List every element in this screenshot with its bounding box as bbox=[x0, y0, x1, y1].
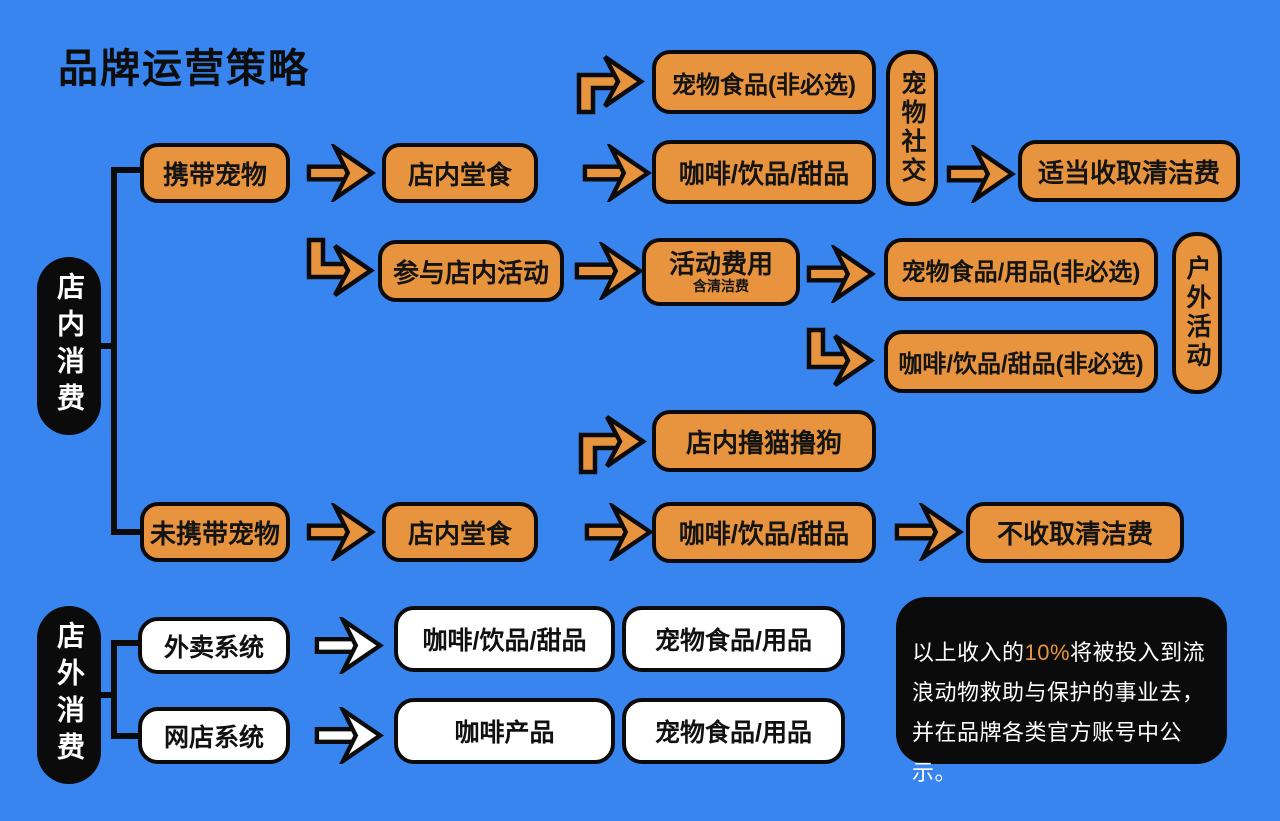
arrow-right-icon bbox=[306, 144, 376, 202]
group-in-store: 店内消费 bbox=[37, 257, 101, 435]
flow-node-coffee-drinks-dessert-2: 咖啡/饮品/甜品 bbox=[652, 502, 876, 563]
connector-line bbox=[111, 640, 141, 646]
connector-line bbox=[100, 692, 113, 698]
connector-line bbox=[111, 529, 143, 535]
arrow-right-icon bbox=[806, 245, 876, 303]
arrow-right-icon bbox=[574, 242, 644, 300]
arrow-bend-down-icon bbox=[806, 323, 876, 397]
connector-line bbox=[100, 343, 113, 349]
arrow-right-icon bbox=[946, 145, 1016, 203]
flow-node-coffee-drinks-dessert-optional: 咖啡/饮品/甜品(非必选) bbox=[884, 330, 1158, 393]
flow-node-coffee-drinks-dessert-delivery: 咖啡/饮品/甜品 bbox=[394, 606, 615, 672]
flow-node-pet-food-supplies-optional: 宠物食品/用品(非必选) bbox=[884, 238, 1158, 301]
note-highlight: 10% bbox=[1024, 640, 1071, 665]
flow-node-coffee-products: 咖啡产品 bbox=[394, 698, 615, 764]
arrow-bend-up-icon bbox=[576, 45, 646, 119]
flow-node-activity-fee: 活动费用 含清洁费 bbox=[642, 238, 800, 306]
group-out-store-label: 店外消费 bbox=[54, 621, 85, 769]
flow-node-delivery-system: 外卖系统 bbox=[138, 617, 290, 674]
note-prefix: 以上收入的 bbox=[912, 640, 1025, 665]
arrow-right-icon bbox=[314, 707, 384, 764]
connector-line bbox=[111, 640, 117, 739]
arrow-right-icon bbox=[306, 503, 376, 561]
flow-node-pet-food-supplies-delivery: 宠物食品/用品 bbox=[622, 606, 845, 672]
flow-node-dine-in-without-pet: 店内堂食 bbox=[382, 502, 538, 562]
arrow-bend-up-icon bbox=[578, 405, 648, 479]
flow-node-pet-food-supplies-shop: 宠物食品/用品 bbox=[622, 698, 845, 764]
flow-node-dine-in-with-pet: 店内堂食 bbox=[382, 143, 538, 203]
arrow-right-icon bbox=[314, 617, 384, 674]
donation-note: 以上收入的10%将被投入到流浪动物救助与保护的事业去，并在品牌各类官方账号中公示… bbox=[896, 597, 1227, 785]
flow-node-join-store-activity: 参与店内活动 bbox=[378, 240, 564, 302]
note-suffix: 将被投入到流浪动物救助与保护的事业去，并在品牌各类官方账号中公示。 bbox=[912, 640, 1206, 785]
activity-fee-subnote: 含清洁费 bbox=[693, 278, 749, 295]
flow-node-no-cleaning-fee: 不收取清洁费 bbox=[966, 502, 1184, 563]
flow-node-pet-social: 宠物社交 bbox=[886, 50, 938, 206]
arrow-right-icon bbox=[582, 144, 652, 202]
flow-node-coffee-drinks-dessert: 咖啡/饮品/甜品 bbox=[652, 140, 876, 204]
group-in-store-label: 店内消费 bbox=[54, 272, 85, 420]
flow-node-charge-cleaning-fee: 适当收取清洁费 bbox=[1018, 140, 1240, 202]
arrow-right-icon bbox=[584, 503, 654, 561]
flow-node-online-shop-system: 网店系统 bbox=[138, 707, 290, 764]
page-title: 品牌运营策略 bbox=[58, 47, 310, 91]
flow-node-with-pet: 携带宠物 bbox=[140, 143, 290, 203]
connector-line bbox=[111, 167, 143, 173]
group-out-store: 店外消费 bbox=[37, 606, 101, 784]
arrow-bend-down-icon bbox=[306, 233, 376, 307]
connector-line bbox=[111, 167, 117, 535]
flow-node-without-pet: 未携带宠物 bbox=[140, 502, 290, 562]
flow-node-pet-food-optional: 宠物食品(非必选) bbox=[652, 50, 876, 114]
flow-node-outdoor-activity: 户外活动 bbox=[1172, 232, 1222, 394]
connector-line bbox=[111, 733, 141, 739]
arrow-right-icon bbox=[894, 503, 964, 561]
flow-node-pet-cuddling: 店内撸猫撸狗 bbox=[652, 410, 876, 472]
